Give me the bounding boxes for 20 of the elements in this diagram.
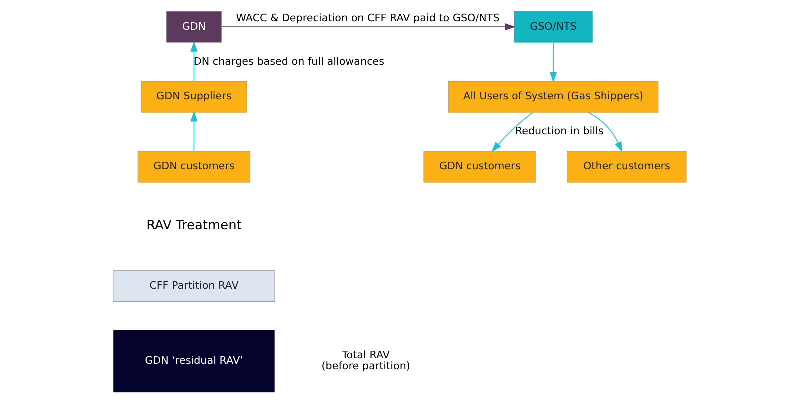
edge-label: Reduction in bills: [515, 126, 604, 138]
label: Total RAV (before partition): [322, 349, 410, 373]
node-box: GDN customers: [424, 151, 536, 183]
arrow: [190, 41, 198, 82]
node-box: All Users of System (Gas Shippers): [448, 81, 659, 113]
node-box: GDN: [166, 11, 222, 43]
node-box: GDN Suppliers: [141, 81, 248, 113]
node-box: CFF Partition RAV: [113, 270, 276, 302]
node-box: Other customers: [567, 151, 687, 183]
node-box: GSO/NTS: [514, 11, 594, 43]
node-box: GDN ‘residual RAV’: [113, 330, 276, 393]
label: RAV Treatment: [146, 218, 242, 234]
arrow: [190, 111, 198, 152]
arrow: [550, 42, 558, 83]
node-box: GDN customers: [138, 151, 251, 183]
arrow: [588, 112, 623, 152]
arrow: [492, 112, 534, 152]
edge-label: DN charges based on full allowances: [194, 56, 385, 68]
arrow: [222, 23, 516, 31]
edge-label: WACC & Depreciation on CFF RAV paid to GSO/NTS: [236, 12, 500, 25]
